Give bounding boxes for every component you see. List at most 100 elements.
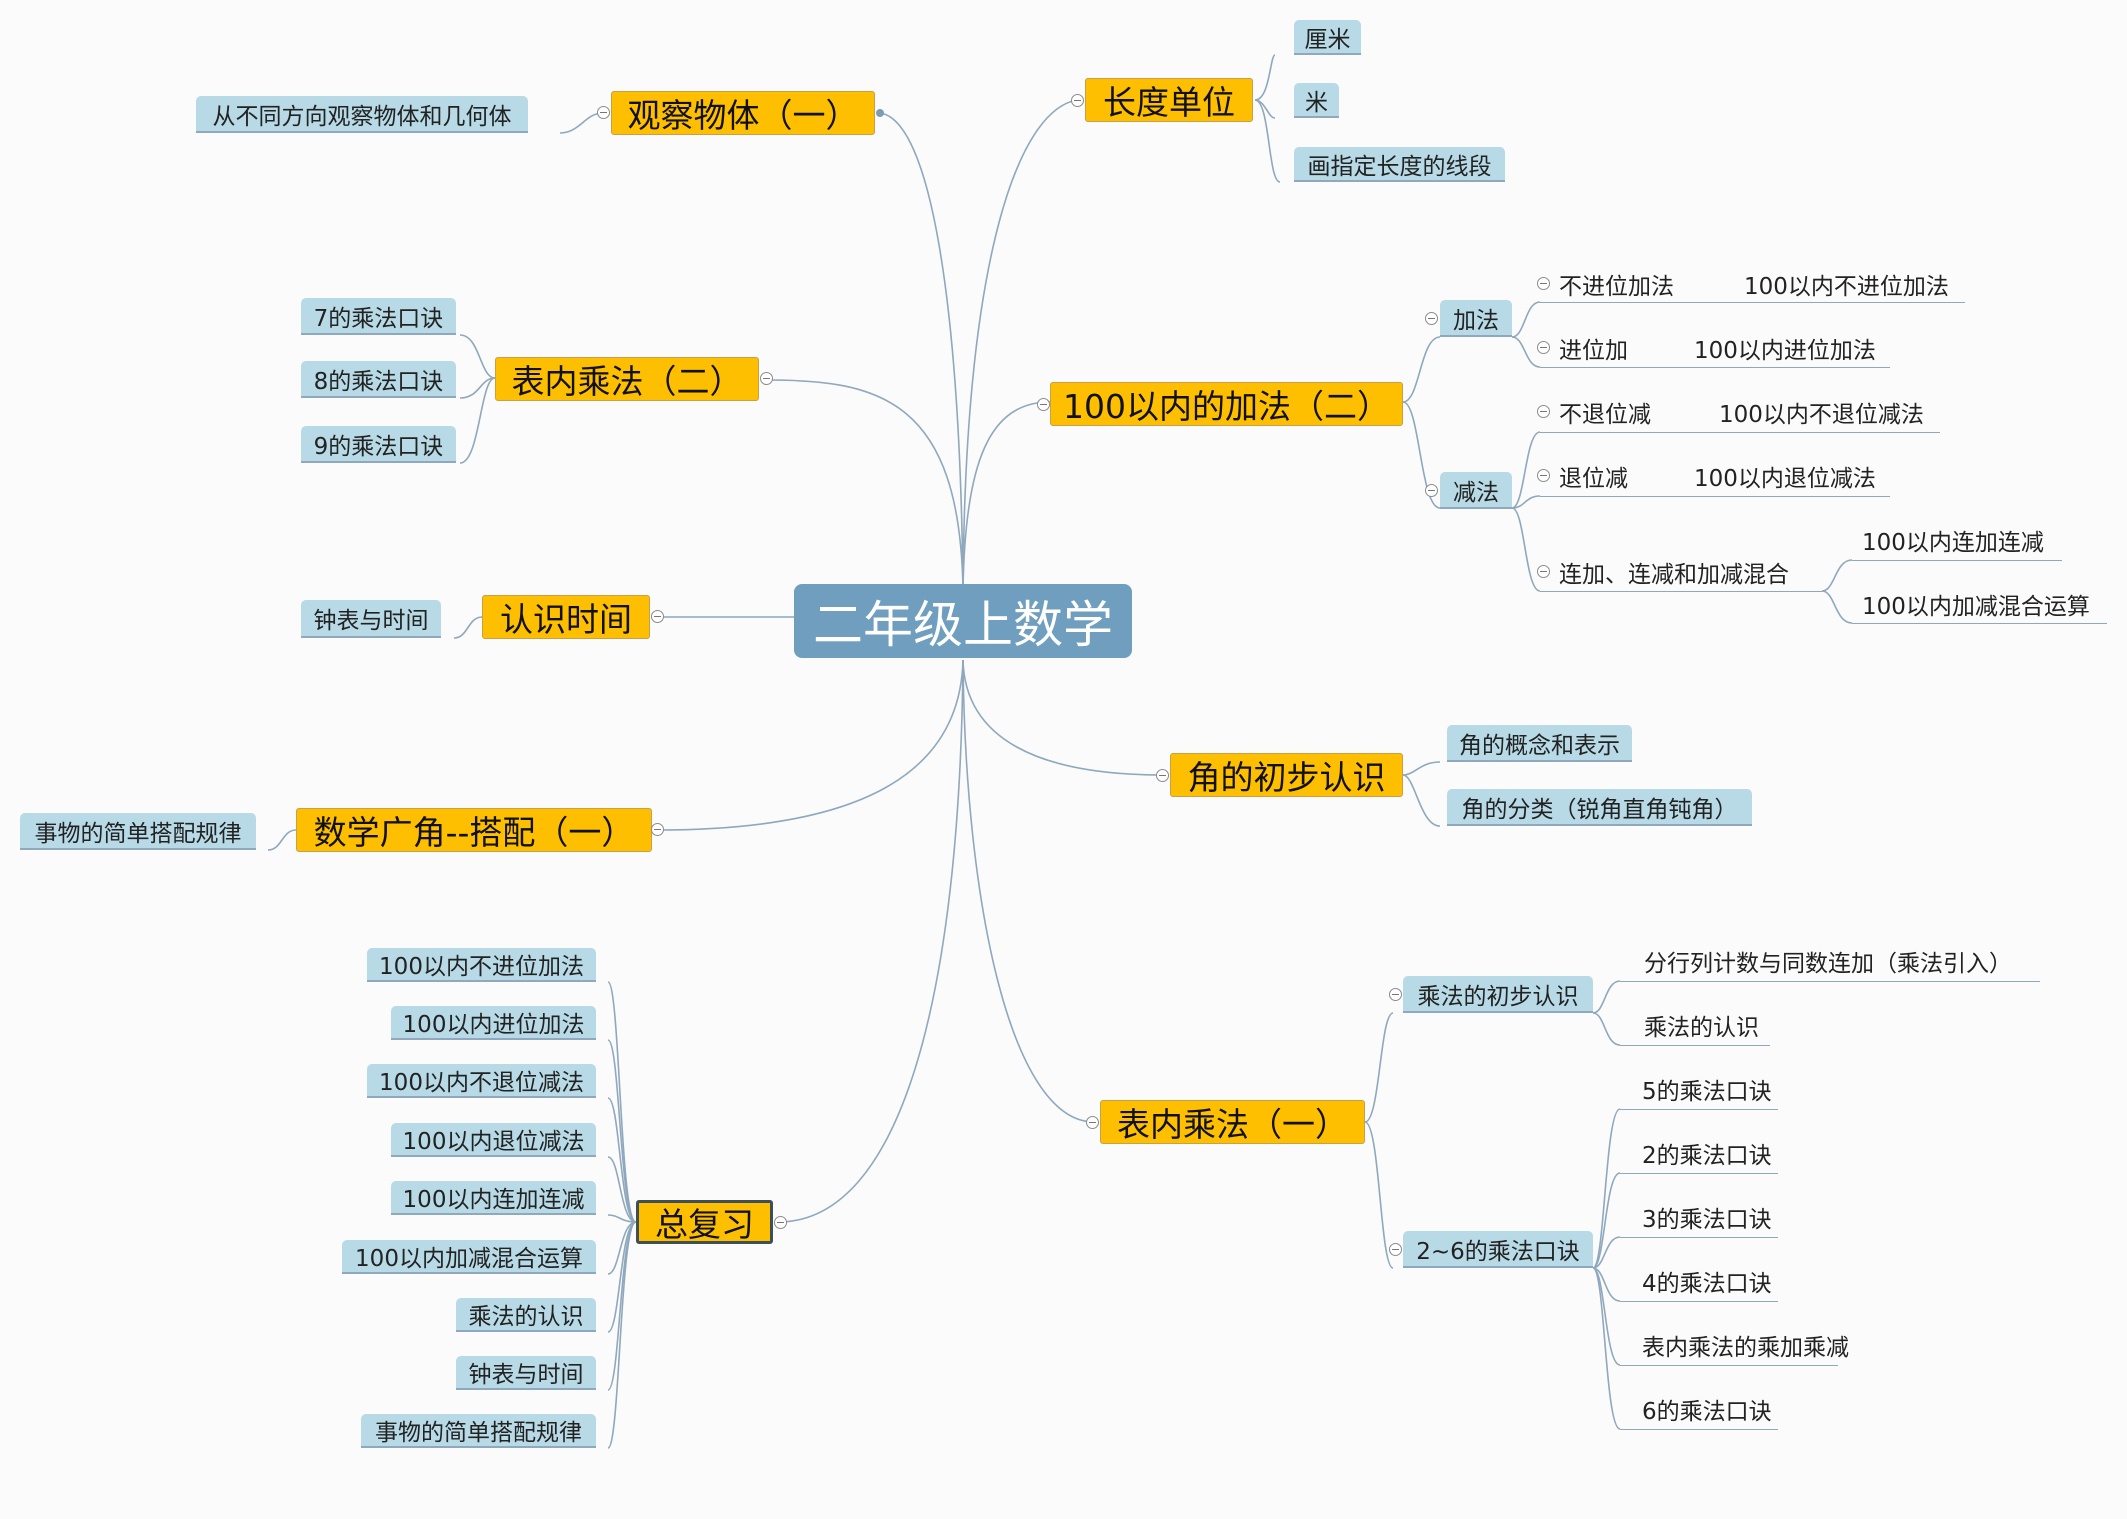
leaf-label: 100以内加减混合运算 [1862,594,2090,620]
leaf-topic[interactable]: 3的乘法口诀 [1638,1198,1772,1236]
leaf-label: 不进位加法 [1559,274,1674,300]
collapse-icon[interactable] [1537,405,1550,418]
leaf-topic[interactable]: 5的乘法口诀 [1638,1070,1772,1108]
subtopic[interactable]: 从不同方向观察物体和几何体 [196,96,528,133]
subtopic-subtraction[interactable]: 减法 [1440,472,1512,509]
topic-math-wide-angle[interactable]: 数学广角--搭配（一） [296,808,652,852]
subtopic[interactable]: 钟表与时间 [301,600,441,638]
subtopic-label: 钟表与时间 [313,608,429,634]
subtopic[interactable]: 8的乘法口诀 [301,361,456,398]
subtopic[interactable]: 画指定长度的线段 [1294,147,1505,182]
subtopic[interactable]: 7的乘法口诀 [301,298,456,335]
collapse-icon[interactable] [597,106,610,119]
collapse-icon[interactable] [1071,94,1084,107]
leaf-topic[interactable]: 不退位减 [1555,394,1665,430]
underline [1540,302,1965,303]
leaf-topic[interactable]: 100以内不进位加法 [1740,266,1965,302]
underline [1852,623,2107,624]
subtopic[interactable]: 事物的简单搭配规律 [361,1414,596,1448]
leaf-topic[interactable]: 退位减 [1555,458,1645,494]
subtopic[interactable]: 角的分类（锐角直角钝角） [1447,789,1752,826]
subtopic[interactable]: 2~6的乘法口诀 [1403,1231,1593,1268]
subtopic-addition[interactable]: 加法 [1440,300,1512,337]
leaf-topic[interactable]: 100以内退位减法 [1690,458,1890,494]
leaf-topic[interactable]: 100以内加减混合运算 [1858,586,2098,622]
subtopic[interactable]: 乘法的初步认识 [1403,976,1593,1013]
collapse-icon[interactable] [1425,484,1438,497]
topic-angles[interactable]: 角的初步认识 [1170,753,1403,797]
topic-label: 表内乘法（二） [511,362,743,401]
subtopic[interactable]: 角的概念和表示 [1447,725,1632,762]
leaf-topic[interactable]: 4的乘法口诀 [1638,1262,1772,1300]
subtopic[interactable]: 乘法的认识 [456,1298,596,1332]
topic-addition-within-100[interactable]: 100以内的加法（二） [1050,382,1403,426]
topic-multiplication-1[interactable]: 表内乘法（一） [1100,1100,1365,1144]
subtopic[interactable]: 事物的简单搭配规律 [20,813,256,850]
leaf-topic[interactable]: 进位加 [1555,330,1645,366]
topic-observe-objects[interactable]: 观察物体（一） [611,91,875,135]
topic-time[interactable]: 认识时间 [482,595,650,639]
leaf-label: 100以内不进位加法 [1744,274,1949,300]
subtopic-label: 事物的简单搭配规律 [375,1420,582,1446]
collapse-icon[interactable] [1537,565,1550,578]
leaf-label: 100以内不退位减法 [1719,402,1924,428]
leaf-topic[interactable]: 100以内连加连减 [1858,522,2058,558]
subtopic-label: 角的分类（锐角直角钝角） [1461,796,1738,823]
leaf-topic[interactable]: 分行列计数与同数连加（乘法引入） [1640,942,2040,980]
collapse-icon[interactable] [1389,988,1402,1001]
collapse-icon[interactable] [760,372,773,385]
leaf-topic[interactable]: 表内乘法的乘加乘减 [1638,1326,1858,1364]
underline [1540,432,1940,433]
underline [1620,981,2040,982]
leaf-label: 2的乘法口诀 [1642,1143,1772,1169]
root-topic-label: 二年级上数学 [813,596,1113,654]
leaf-label: 6的乘法口诀 [1642,1399,1772,1425]
subtopic[interactable]: 钟表与时间 [456,1356,596,1390]
subtopic[interactable]: 100以内进位加法 [391,1006,596,1040]
leaf-topic[interactable]: 100以内不退位减法 [1715,394,1940,430]
leaf-topic[interactable]: 2的乘法口诀 [1638,1134,1772,1172]
topic-length-units[interactable]: 长度单位 [1085,78,1253,122]
collapse-icon[interactable] [1537,469,1550,482]
topic-label: 观察物体（一） [627,96,859,135]
leaf-topic[interactable]: 不进位加法 [1555,266,1685,302]
topic-label: 认识时间 [500,600,632,639]
subtopic[interactable]: 100以内加减混合运算 [342,1240,596,1274]
topic-multiplication-2[interactable]: 表内乘法（二） [495,357,759,401]
subtopic-label: 100以内退位减法 [402,1129,585,1155]
subtopic[interactable]: 100以内退位减法 [391,1123,596,1157]
collapse-icon[interactable] [1389,1243,1402,1256]
collapse-icon[interactable] [1086,1116,1099,1129]
subtopic-label: 100以内不退位减法 [379,1070,584,1096]
underline [1620,1109,1778,1110]
subtopic[interactable]: 100以内连加连减 [391,1181,596,1215]
collapse-icon[interactable] [1425,312,1438,325]
subtopic[interactable]: 100以内不退位减法 [367,1064,596,1098]
underline [1540,367,1890,368]
subtopic-label: 100以内不进位加法 [379,954,584,980]
leaf-label: 乘法的认识 [1644,1015,1759,1041]
collapse-icon[interactable] [1037,398,1050,411]
collapse-icon[interactable] [1537,341,1550,354]
leaf-topic[interactable]: 乘法的认识 [1640,1006,1760,1044]
underline [1620,1045,1770,1046]
leaf-topic[interactable]: 连加、连减和加减混合 [1555,554,1815,590]
subtopic[interactable]: 米 [1294,83,1339,118]
collapse-icon[interactable] [651,823,664,836]
topic-label: 角的初步认识 [1187,758,1386,797]
leaf-topic[interactable]: 6的乘法口诀 [1638,1390,1772,1428]
topic-general-review[interactable]: 总复习 [636,1200,773,1244]
collapse-icon[interactable] [1156,769,1169,782]
subtopic-label: 8的乘法口诀 [313,368,444,395]
leaf-label: 分行列计数与同数连加（乘法引入） [1644,951,2012,977]
collapse-icon[interactable] [774,1216,787,1229]
collapse-icon[interactable] [651,610,664,623]
root-topic[interactable]: 二年级上数学 [794,584,1132,658]
subtopic[interactable]: 9的乘法口诀 [301,426,456,463]
collapse-icon[interactable] [1537,277,1550,290]
leaf-label: 表内乘法的乘加乘减 [1642,1335,1849,1361]
subtopic[interactable]: 厘米 [1294,20,1361,55]
leaf-label: 退位减 [1559,466,1628,492]
subtopic[interactable]: 100以内不进位加法 [367,948,596,982]
leaf-topic[interactable]: 100以内进位加法 [1690,330,1890,366]
